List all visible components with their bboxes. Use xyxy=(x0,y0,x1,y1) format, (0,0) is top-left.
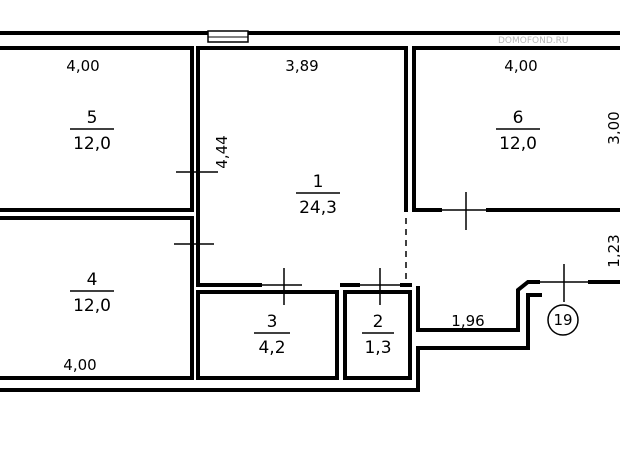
room-label-5: 5 12,0 xyxy=(70,108,114,154)
dim-room4-width: 4,00 xyxy=(63,356,96,374)
room-2 xyxy=(343,290,412,380)
room-6 xyxy=(412,46,620,212)
svg-text:1,3: 1,3 xyxy=(364,338,391,358)
door-room1-room3 xyxy=(262,268,302,305)
door-room1-room2 xyxy=(360,268,400,305)
door-room5 xyxy=(176,150,218,190)
dim-corridor-height: 1,23 xyxy=(605,234,620,267)
svg-text:12,0: 12,0 xyxy=(73,134,111,154)
watermark: DOMOFOND.RU xyxy=(498,36,569,46)
svg-text:12,0: 12,0 xyxy=(73,296,111,316)
room-label-6: 6 12,0 xyxy=(496,108,540,154)
svg-text:6: 6 xyxy=(513,108,524,128)
room-label-1: 1 24,3 xyxy=(296,172,340,218)
room-label-3: 3 4,2 xyxy=(254,312,290,358)
door-gap-room6 xyxy=(442,207,486,215)
room-3 xyxy=(196,290,339,380)
room-label-2: 2 1,3 xyxy=(362,312,394,358)
svg-text:4,2: 4,2 xyxy=(258,338,285,358)
svg-text:4: 4 xyxy=(87,270,98,290)
dim-room1-height: 4,44 xyxy=(213,135,231,168)
dim-room6-height: 3,00 xyxy=(605,111,620,144)
dim-corridor-width: 1,96 xyxy=(451,312,484,330)
door-entrance xyxy=(540,264,588,302)
room-5 xyxy=(0,46,194,212)
dim-room6-width: 4,00 xyxy=(504,57,537,75)
svg-text:12,0: 12,0 xyxy=(499,134,537,154)
marker-circle xyxy=(547,304,579,336)
svg-text:3: 3 xyxy=(267,312,278,332)
corridor-lower-outline xyxy=(416,293,542,392)
door-room6 xyxy=(442,192,486,230)
svg-text:1: 1 xyxy=(313,172,324,192)
door-room4 xyxy=(174,224,214,264)
marker-number: 19 xyxy=(553,311,572,329)
dim-room1-width: 3,89 xyxy=(285,57,318,75)
corridor-outline xyxy=(416,280,620,332)
svg-text:5: 5 xyxy=(87,108,98,128)
svg-text:2: 2 xyxy=(373,312,384,332)
room-4 xyxy=(0,216,194,380)
svg-text:24,3: 24,3 xyxy=(299,198,337,218)
dim-room5-width: 4,00 xyxy=(66,57,99,75)
room-label-4: 4 12,0 xyxy=(70,270,114,316)
